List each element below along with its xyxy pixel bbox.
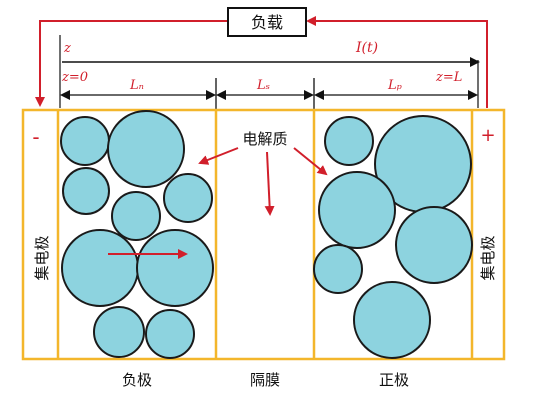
z-axis-label: z [63, 41, 71, 56]
separator-label: 隔膜 [250, 371, 280, 389]
load-box: 负载 [227, 7, 307, 37]
electrolyte-label: 电解质 [242, 130, 287, 148]
collector-right-label: 集电极 [479, 235, 497, 280]
wire-from-positive [306, 16, 488, 108]
particle [60, 116, 110, 166]
region-dimensions [60, 78, 478, 110]
load-label: 负载 [251, 13, 283, 32]
particle [324, 116, 374, 166]
negative-electrode-label: 负极 [122, 371, 152, 389]
current-label: I(t) [355, 40, 378, 56]
region-Lp-label: Lₚ [387, 78, 402, 93]
particle [313, 244, 363, 294]
region-Ln-label: Lₙ [129, 78, 144, 93]
collector-left-label: 集电极 [33, 235, 51, 280]
region-Ls-label: Lₛ [256, 78, 270, 93]
z0-label: z=0 [61, 70, 88, 85]
particle [145, 309, 195, 359]
terminal-plus: + [480, 125, 495, 146]
terminal-minus: - [32, 125, 39, 149]
particle [136, 229, 214, 307]
negative-electrode-particles [60, 110, 214, 359]
positive-electrode-label: 正极 [379, 371, 409, 389]
cell-frame [21, 108, 506, 361]
particle [61, 229, 139, 307]
particle [318, 171, 396, 249]
zL-label: z=L [435, 70, 462, 85]
external-circuit [35, 16, 488, 108]
wire-to-negative [35, 20, 228, 107]
particle [62, 167, 110, 215]
particle [111, 191, 161, 241]
particle [107, 110, 185, 188]
particle [353, 281, 431, 359]
particle [163, 173, 213, 223]
particle [93, 306, 145, 358]
electrolyte-arrows [198, 147, 328, 216]
positive-electrode-particles [313, 115, 473, 359]
particle [395, 206, 473, 284]
